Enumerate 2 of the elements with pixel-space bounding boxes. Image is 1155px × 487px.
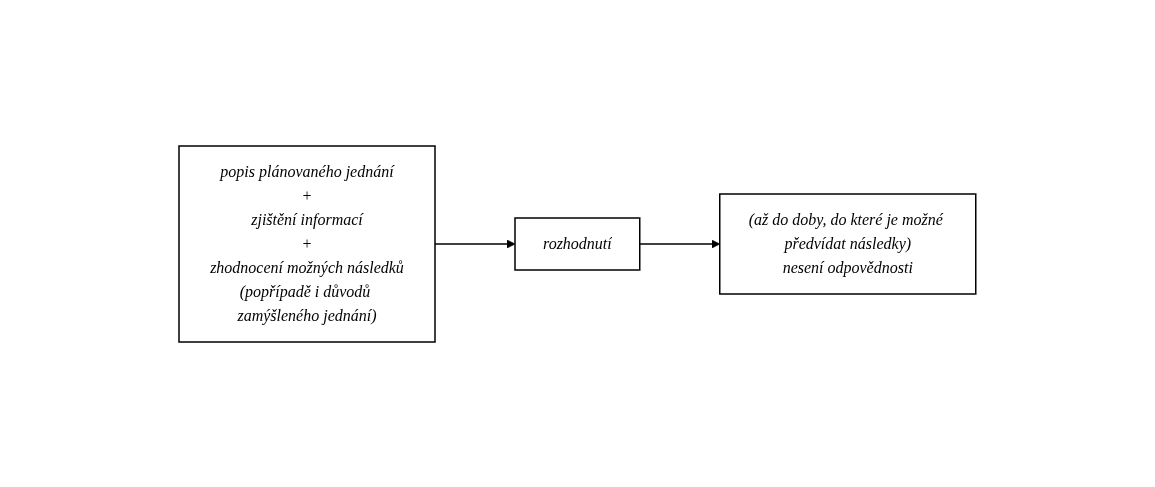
node-box: (až do doby, do které je možné předvídat následky) nesení odpovědnosti (719, 192, 977, 295)
node-box: popis plánovaného jednání + zjištění informací + zhodnocení možných následků (popřípadě i důvodů zamýšleného jednání) (178, 144, 436, 343)
